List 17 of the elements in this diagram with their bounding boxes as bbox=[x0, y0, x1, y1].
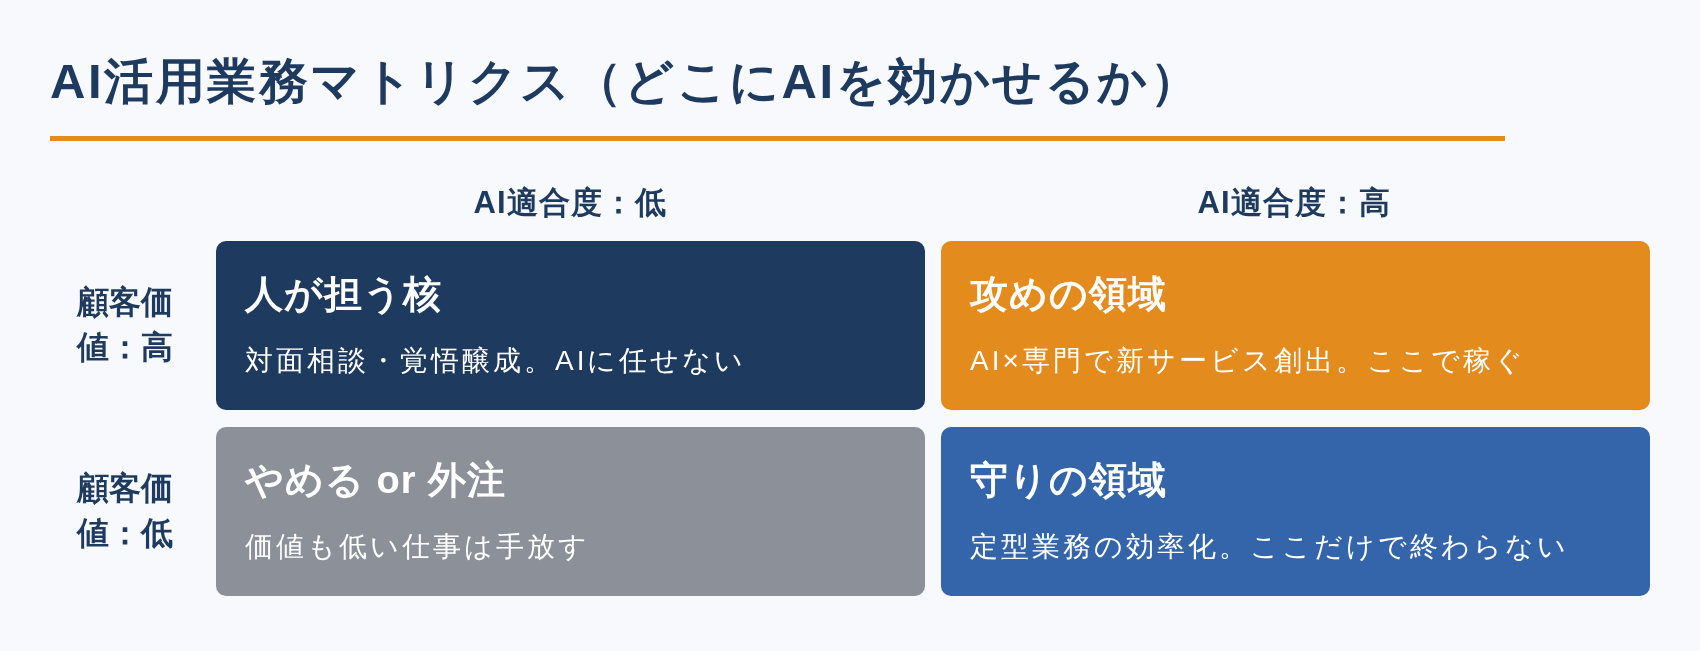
title: AI活用業務マトリクス（どこにAIを効かせるか） bbox=[50, 53, 1201, 110]
quadrant-heading: やめる or 外注 bbox=[245, 458, 507, 503]
axis-label: AI適合度：低 bbox=[473, 184, 667, 222]
quadrant-description: 対面相談・覚悟醸成。AIに任せない bbox=[245, 344, 747, 378]
axis-label: 顧客価値：高 bbox=[75, 283, 174, 367]
quadrant-heading: 人が担う核 bbox=[245, 272, 442, 317]
quadrant-box bbox=[941, 427, 1650, 596]
quadrant-description: 定型業務の効率化。ここだけで終わらない bbox=[970, 530, 1569, 564]
axis-label: 顧客価値：低 bbox=[75, 469, 174, 553]
quadrant-description: 価値も低い仕事は手放す bbox=[245, 530, 590, 564]
quadrant-heading: 攻めの領域 bbox=[970, 272, 1167, 317]
quadrant-box bbox=[216, 427, 925, 596]
quadrant-description: AI×専門で新サービス創出。ここで稼ぐ bbox=[970, 344, 1526, 378]
axis-label: AI適合度：高 bbox=[1197, 184, 1391, 222]
quadrant-box bbox=[216, 241, 925, 410]
quadrant-heading: 守りの領域 bbox=[970, 458, 1167, 503]
quadrant-box bbox=[941, 241, 1650, 410]
